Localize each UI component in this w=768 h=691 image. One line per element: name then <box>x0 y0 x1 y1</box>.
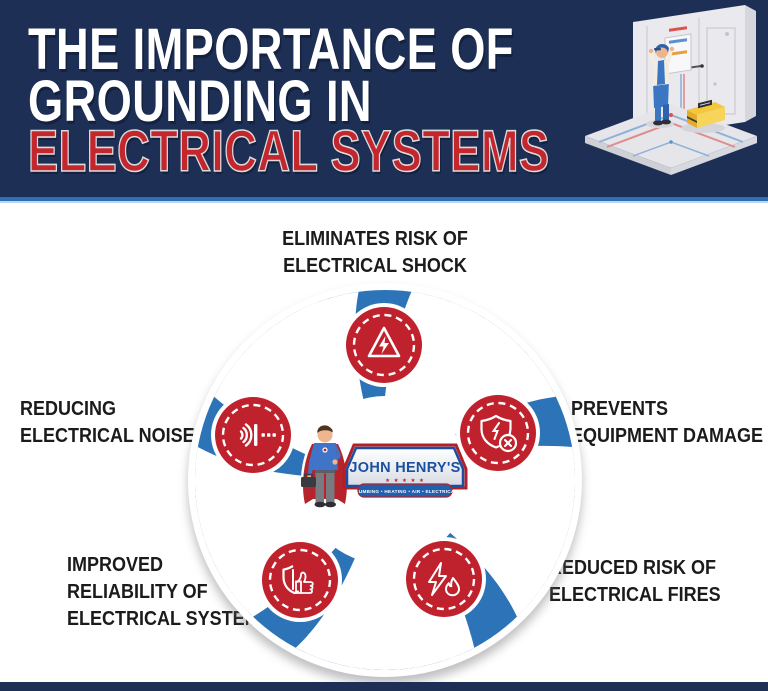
brand-tagline: PLUMBING • HEATING • AIR • ELECTRICAL <box>352 489 457 494</box>
label-line: EQUIPMENT DAMAGE <box>571 425 764 447</box>
header-banner: THE IMPORTANCE OF GROUNDING IN ELECTRICA… <box>0 0 768 197</box>
label-line: ELECTRICAL NOISE <box>20 425 195 447</box>
label-electrical-noise: REDUCING ELECTRICAL NOISE <box>20 396 195 450</box>
signal-noise-icon <box>239 423 276 447</box>
badge-electrical-fires <box>402 537 486 621</box>
header-divider-light <box>0 201 768 203</box>
toolbox-icon <box>681 99 725 133</box>
label-line: ELECTRICAL SYSTEM <box>67 608 260 630</box>
electrician-illustration <box>585 5 757 175</box>
title-line-2: GROUNDING IN <box>28 69 372 134</box>
label-line: IMPROVED <box>67 554 164 576</box>
benefits-wheel-diagram: JOHN HENRY'S ★ ★ ★ ★ ★ PLUMBING • HEATIN… <box>185 280 585 680</box>
title-line-3: ELECTRICAL SYSTEMS <box>27 119 550 184</box>
damaged-shield-icon <box>480 414 518 453</box>
high-voltage-warning-icon <box>367 326 401 358</box>
badge-reliability <box>258 538 342 622</box>
label-line: ELECTRICAL SHOCK <box>283 255 467 277</box>
label-line: PREVENTS <box>571 398 669 420</box>
badge-equipment-damage <box>456 391 540 475</box>
page-title: THE IMPORTANCE OF GROUNDING IN ELECTRICA… <box>27 0 574 197</box>
brand-stars: ★ ★ ★ ★ ★ <box>385 477 425 484</box>
electrician-figure <box>646 43 675 128</box>
shield-thumbs-up-icon <box>282 565 314 595</box>
bolt-flame-icon <box>428 562 460 597</box>
badge-electrical-noise <box>211 393 295 477</box>
title-line-1: THE IMPORTANCE OF <box>28 17 514 82</box>
label-line: REDUCED RISK OF <box>549 557 717 579</box>
label-electrical-fires: REDUCED RISK OF ELECTRICAL FIRES <box>549 555 721 609</box>
john-henrys-logo: JOHN HENRY'S ★ ★ ★ ★ ★ PLUMBING • HEATIN… <box>342 443 468 498</box>
footer-bar <box>0 682 768 691</box>
label-line: RELIABILITY OF <box>67 581 208 603</box>
label-equipment-damage: PREVENTS EQUIPMENT DAMAGE <box>571 396 763 450</box>
label-line: REDUCING <box>20 398 117 420</box>
label-electrical-shock: ELIMINATES RISK OF ELECTRICAL SHOCK <box>273 226 476 280</box>
header-divider-blue <box>0 197 768 201</box>
mascot <box>301 425 347 508</box>
brand-name: JOHN HENRY'S <box>349 460 460 476</box>
label-line: ELECTRICAL FIRES <box>549 584 721 606</box>
label-reliability: IMPROVED RELIABILITY OF ELECTRICAL SYSTE… <box>67 552 260 633</box>
badge-electrical-shock <box>342 303 426 387</box>
label-line: ELIMINATES RISK OF <box>282 228 468 250</box>
